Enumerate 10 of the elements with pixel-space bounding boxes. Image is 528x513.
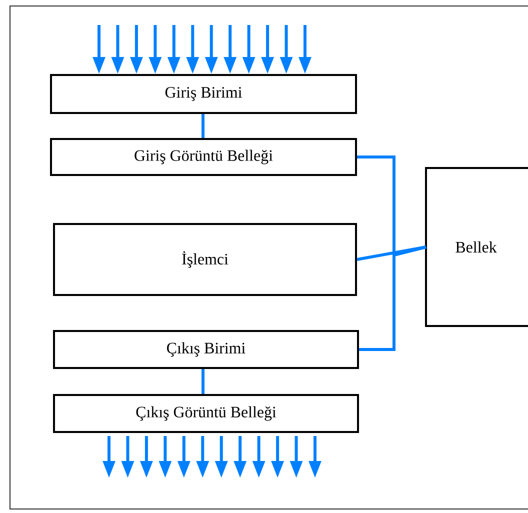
connector-line (202, 114, 204, 138)
unit-box: Çıkış Birimi (53, 330, 359, 369)
bus-line (356, 246, 426, 261)
unit-box: İşlemci (53, 223, 357, 296)
unit-box: Giriş Görüntü Belleği (50, 138, 357, 176)
memory-box: Bellek (425, 167, 528, 327)
unit-box: Çıkış Görüntü Belleği (53, 394, 359, 433)
unit-box: Giriş Birimi (50, 74, 357, 114)
connector-line (202, 369, 204, 394)
bus-line (359, 246, 426, 351)
